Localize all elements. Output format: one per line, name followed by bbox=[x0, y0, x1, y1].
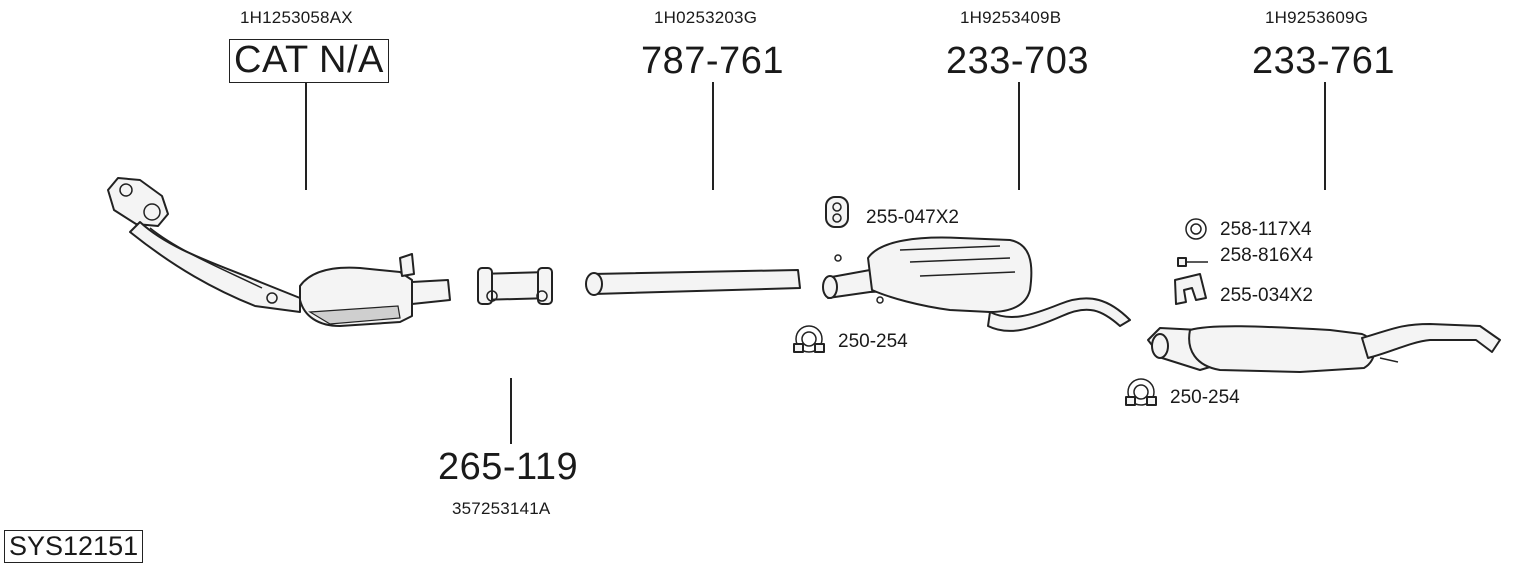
ring-rear-part-number[interactable]: 258-117X4 bbox=[1220, 219, 1312, 240]
front-pipe-part-number[interactable]: 787-761 bbox=[641, 40, 784, 82]
rear-silencer-part-number[interactable]: 233-761 bbox=[1252, 40, 1395, 82]
center-silencer-drawing bbox=[822, 236, 1131, 332]
bolt-rear-part-number[interactable]: 258-816X4 bbox=[1220, 245, 1313, 266]
mount-center-part-number[interactable]: 255-047X2 bbox=[866, 207, 959, 228]
rear-silencer-leader-line bbox=[1324, 82, 1326, 190]
connector-drawing bbox=[477, 267, 553, 305]
catalyst-leader-line bbox=[305, 82, 307, 190]
clamp-center-part-number[interactable]: 250-254 bbox=[838, 331, 908, 352]
clamp-rear-part-number[interactable]: 250-254 bbox=[1170, 387, 1240, 408]
mount-rear-icon bbox=[1174, 273, 1207, 305]
connector-oem-number: 357253141A bbox=[452, 499, 551, 518]
catalyst-oem-number: 1H1253058AX bbox=[240, 8, 353, 27]
front-pipe-oem-number: 1H0253203G bbox=[654, 8, 758, 27]
clamp-rear-icon bbox=[1125, 378, 1157, 406]
system-code: SYS12151 bbox=[4, 530, 144, 564]
clamp-center-icon bbox=[793, 325, 825, 353]
center-silencer-part-number[interactable]: 233-703 bbox=[946, 40, 1089, 82]
connector-part-number[interactable]: 265-119 bbox=[438, 446, 579, 488]
catalyst-label: CAT N/A bbox=[229, 39, 389, 83]
mount-center-icon bbox=[825, 196, 849, 228]
center-silencer-leader-line bbox=[1018, 82, 1020, 190]
rear-silencer-oem-number: 1H9253609G bbox=[1265, 8, 1369, 27]
front-pipe-drawing bbox=[585, 269, 801, 296]
center-silencer-oem-number: 1H9253409B bbox=[960, 8, 1062, 27]
ring-rear-icon bbox=[1185, 218, 1207, 240]
bolt-rear-icon bbox=[1177, 257, 1208, 267]
front-pipe-leader-line bbox=[712, 82, 714, 190]
catalyst-drawing bbox=[107, 177, 451, 327]
mount-rear-part-number[interactable]: 255-034X2 bbox=[1220, 285, 1313, 306]
rear-silencer-drawing bbox=[1147, 323, 1501, 373]
connector-leader-line bbox=[510, 378, 512, 444]
